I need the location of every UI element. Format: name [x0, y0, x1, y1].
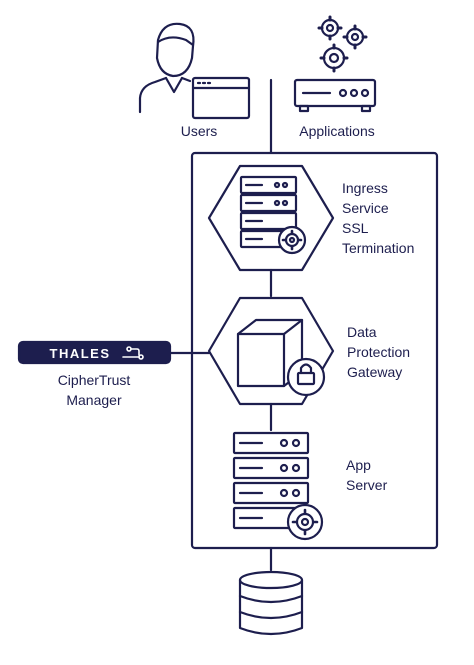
gears-icon	[317, 15, 368, 73]
service-container	[190, 151, 439, 550]
application-server-icon	[293, 78, 377, 113]
thales-logo-text: THALES	[50, 346, 111, 361]
ingress-server-icon	[239, 175, 298, 249]
applications-label: Applications	[299, 123, 375, 139]
app-server-label: App Server	[346, 457, 388, 493]
database-icon	[238, 570, 304, 636]
gateway-label: Data Protection Gateway	[347, 324, 411, 380]
ingress-gear-icon	[277, 225, 307, 255]
ingress-hexagon	[207, 164, 335, 272]
ciphertrust-label: CipherTrust Manager	[57, 372, 131, 408]
gateway-hexagon	[207, 296, 335, 406]
app-server-stack-icon	[232, 431, 310, 530]
app-server-gear-icon	[286, 503, 324, 541]
users-label: Users	[180, 123, 218, 139]
user-icon	[138, 22, 195, 114]
ciphertrust-appliance-icon	[17, 340, 172, 365]
ingress-label: Ingress Service SSL Termination	[342, 180, 415, 256]
browser-window-icon	[191, 76, 251, 120]
lock-icon	[286, 357, 326, 397]
